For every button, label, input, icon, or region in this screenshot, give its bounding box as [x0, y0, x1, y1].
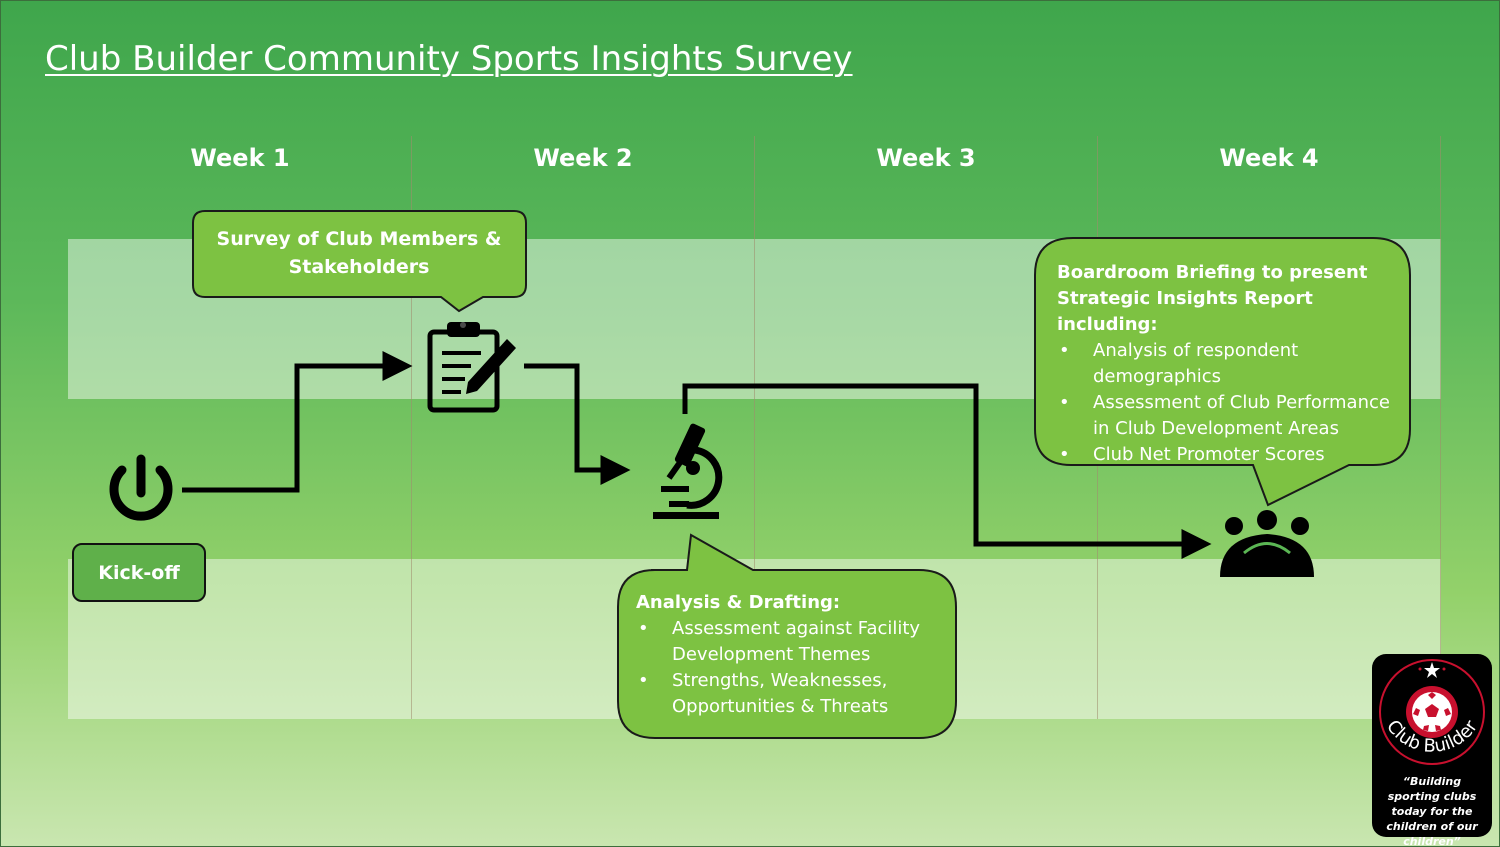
- analysis-callout-text: Analysis & Drafting: Assessment against …: [636, 590, 946, 720]
- page-title: Club Builder Community Sports Insights S…: [45, 39, 853, 79]
- list-item: Assessment of Club Performance in Club D…: [1057, 390, 1402, 442]
- meeting-group-icon: [1220, 510, 1314, 577]
- week-1-heading: Week 1: [190, 144, 290, 172]
- arrow-kickoff-to-survey: [182, 351, 413, 493]
- analysis-heading: Analysis & Drafting:: [636, 592, 841, 613]
- briefing-heading: Boardroom Briefing to present Strategic …: [1057, 262, 1368, 335]
- club-builder-logo: Club Builder “Building sporting clubs to…: [1372, 654, 1492, 846]
- power-icon: [109, 454, 173, 521]
- list-item: Assessment against Facility Development …: [636, 616, 946, 668]
- soccer-ball-icon: [1406, 686, 1458, 738]
- microscope-icon: [653, 423, 723, 519]
- week-4-heading: Week 4: [1219, 144, 1319, 172]
- week-divider: [1440, 136, 1441, 719]
- week-2-heading: Week 2: [533, 144, 633, 172]
- week-3-heading: Week 3: [876, 144, 976, 172]
- briefing-list: Analysis of respondent demographics Asse…: [1057, 338, 1402, 468]
- kickoff-label-box: Kick-off: [72, 543, 206, 602]
- analysis-list: Assessment against Facility Development …: [636, 616, 946, 720]
- week-divider: [411, 136, 412, 719]
- list-item: Club Net Promoter Scores: [1057, 442, 1402, 468]
- arrow-survey-to-analysis: [524, 363, 631, 485]
- briefing-callout-text: Boardroom Briefing to present Strategic …: [1057, 260, 1402, 468]
- survey-callout-text: Survey of Club Members & Stakeholders: [216, 228, 502, 278]
- list-item: Analysis of respondent demographics: [1057, 338, 1402, 390]
- logo-tagline: “Building sporting clubs today for the c…: [1386, 775, 1478, 847]
- list-item: Strengths, Weaknesses, Opportunities & T…: [636, 668, 946, 720]
- clipboard-pencil-icon: [427, 322, 516, 413]
- survey-callout: [192, 210, 527, 313]
- club-builder-emblem: Club Builder: [1379, 659, 1485, 765]
- arrow-analysis-to-briefing: [682, 383, 1212, 559]
- week-divider: [754, 136, 755, 719]
